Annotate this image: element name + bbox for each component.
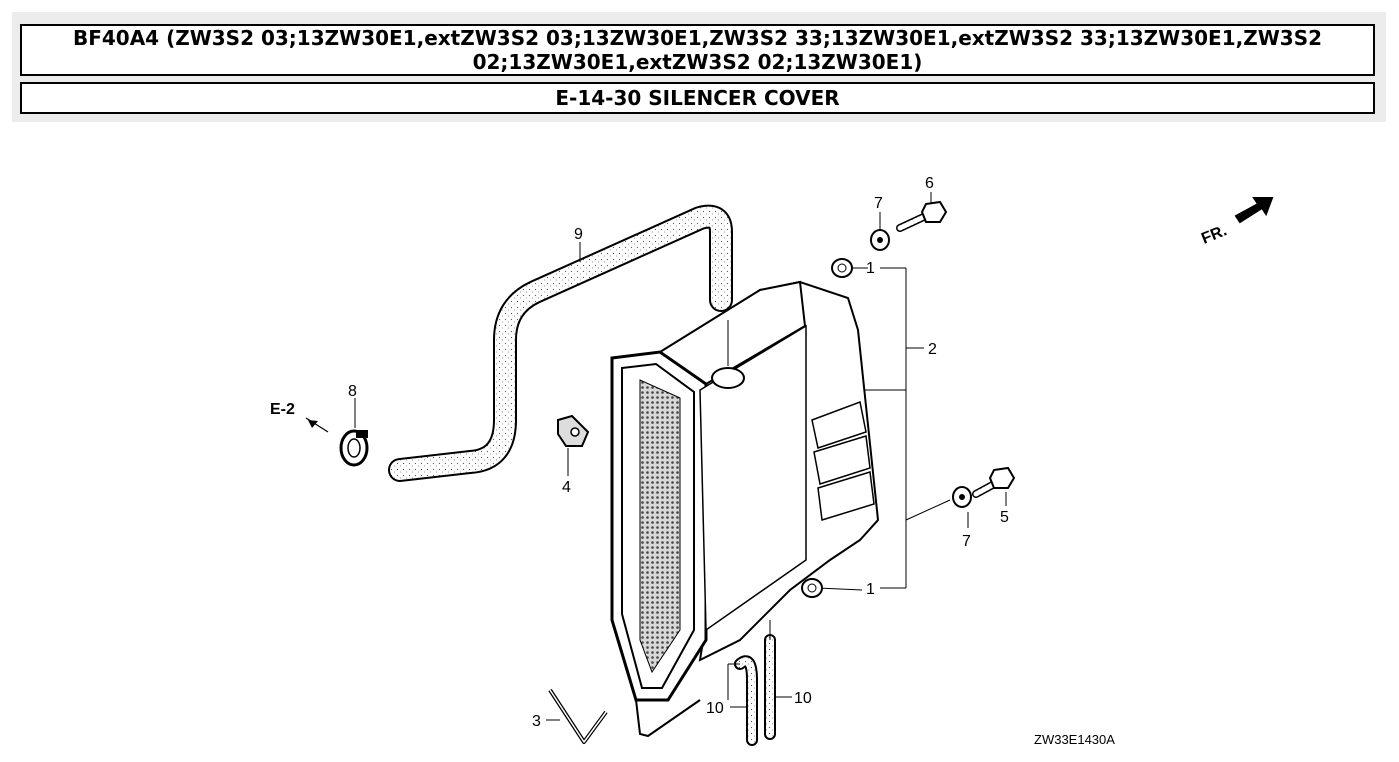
section-title: E-14-30 SILENCER COVER — [555, 86, 840, 110]
callout-3: 3 — [532, 713, 541, 730]
hose-clamp-part — [339, 429, 369, 467]
front-arrow-icon — [1234, 197, 1274, 224]
callout-1-bottom: 1 — [866, 581, 875, 598]
section-title-box: E-14-30 SILENCER COVER — [20, 82, 1375, 114]
callout-8: 8 — [348, 383, 357, 400]
silencer-cover-part — [610, 267, 880, 738]
callout-2: 2 — [928, 341, 937, 358]
grommet-bottom-part — [801, 578, 823, 598]
washer-bottom-part — [952, 486, 972, 508]
model-title-box: BF40A4 (ZW3S2 03;13ZW30E1,extZW3S2 03;13… — [20, 24, 1375, 76]
callout-10-left: 10 — [706, 700, 724, 717]
bolt-bottom-part — [972, 466, 1016, 498]
reference-label[interactable]: E-2 — [270, 401, 295, 418]
hose-part — [388, 204, 733, 482]
wire-clip-part — [548, 688, 608, 744]
tube-left-part — [734, 655, 758, 746]
reference-arrow — [305, 417, 329, 433]
callout-7-top: 7 — [874, 195, 883, 212]
header-panel: BF40A4 (ZW3S2 03;13ZW30E1,extZW3S2 03;13… — [12, 12, 1386, 122]
callout-5: 5 — [1000, 509, 1009, 526]
model-title: BF40A4 (ZW3S2 03;13ZW30E1,extZW3S2 03;13… — [72, 26, 1323, 74]
callout-4: 4 — [562, 479, 571, 496]
bolt-top-part — [896, 200, 948, 232]
callout-6: 6 — [925, 175, 934, 192]
grommet-top-part — [831, 258, 853, 278]
front-marker: FR. — [1199, 222, 1229, 247]
callout-1-top: 1 — [866, 260, 875, 277]
leader-lines — [354, 192, 1007, 721]
bracket-part — [557, 414, 590, 447]
washer-top-part — [870, 229, 890, 251]
callout-10-right: 10 — [794, 690, 812, 707]
callout-9: 9 — [574, 226, 583, 243]
callout-7-bottom: 7 — [962, 533, 971, 550]
drawing-code: ZW33E1430A — [1034, 732, 1115, 747]
